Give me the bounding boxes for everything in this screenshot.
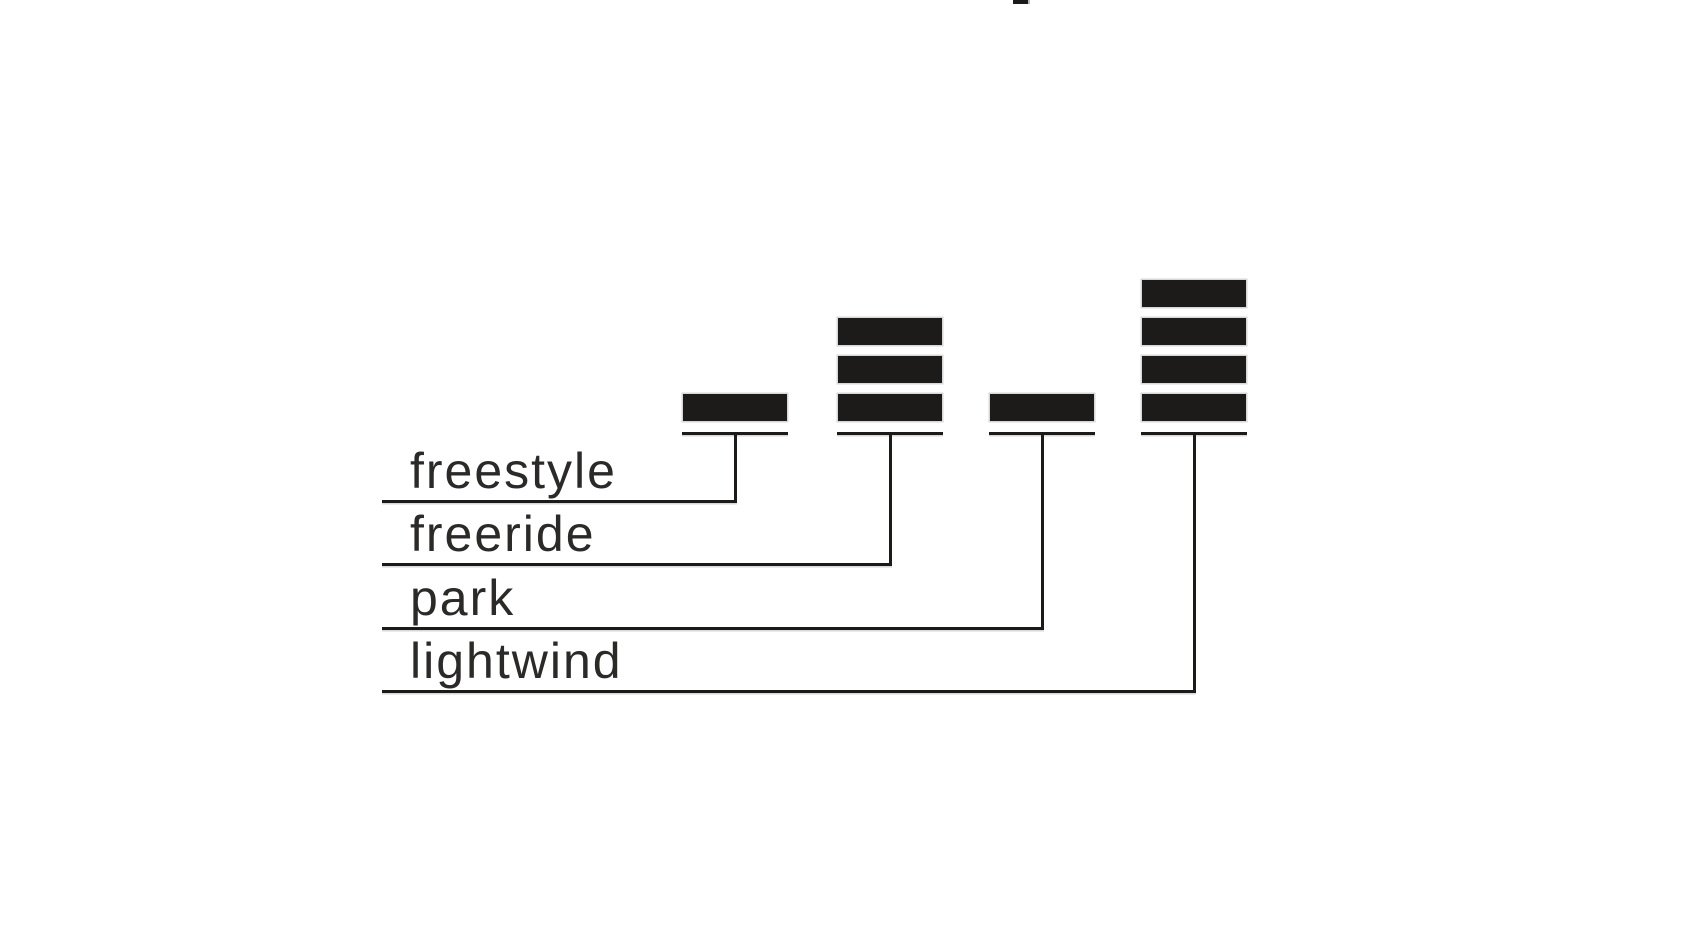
rating-block xyxy=(683,394,787,421)
rating-block xyxy=(1142,394,1246,421)
top-edge-mark-shadow xyxy=(1028,0,1030,4)
stack-baseline xyxy=(989,432,1095,435)
stack-baseline xyxy=(1141,432,1247,435)
connector-line-freeride xyxy=(889,435,892,566)
top-edge-mark xyxy=(1013,0,1028,4)
connector-line-lightwind xyxy=(1193,435,1196,693)
rating-block xyxy=(1142,356,1246,383)
rating-block xyxy=(990,394,1094,421)
connector-line-park xyxy=(1041,435,1044,630)
rating-block xyxy=(838,318,942,345)
stack-park xyxy=(990,0,1094,430)
label-underline-freeride xyxy=(382,563,892,566)
label-underline-park xyxy=(382,627,1044,630)
stack-freestyle xyxy=(683,0,787,430)
rating-block xyxy=(838,356,942,383)
stack-baseline xyxy=(682,432,788,435)
category-label-freeride: freeride xyxy=(410,506,596,562)
stack-lightwind xyxy=(1142,0,1246,430)
stack-baseline xyxy=(837,432,943,435)
stack-freeride xyxy=(838,0,942,430)
rating-block xyxy=(1142,318,1246,345)
connector-line-freestyle xyxy=(734,435,737,503)
category-label-park: park xyxy=(410,570,516,626)
rating-block xyxy=(838,394,942,421)
category-label-freestyle: freestyle xyxy=(410,443,617,499)
label-underline-freestyle xyxy=(382,500,737,503)
rating-block xyxy=(1142,280,1246,307)
category-label-lightwind: lightwind xyxy=(410,633,623,689)
label-underline-lightwind xyxy=(382,690,1196,693)
